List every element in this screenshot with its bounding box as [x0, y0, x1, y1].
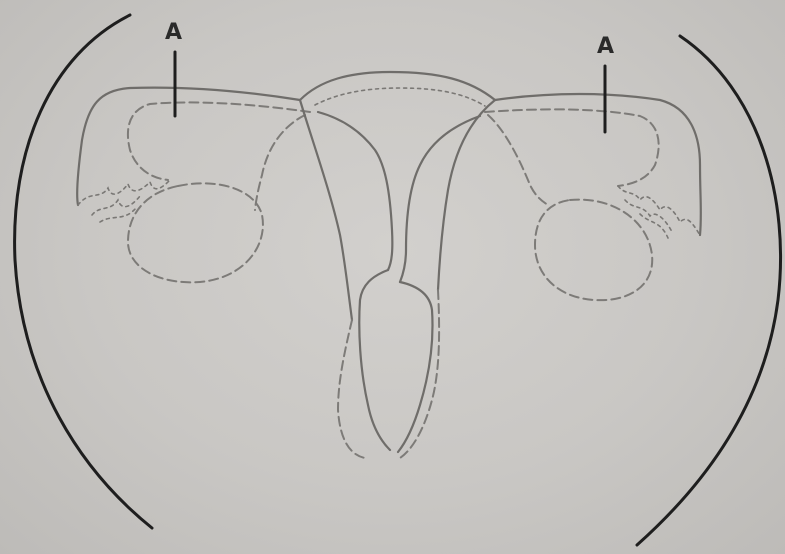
vaginal-canal-inner — [359, 270, 432, 452]
left-fimbriae — [78, 180, 170, 222]
right-ovarian-ligament — [488, 115, 548, 205]
label-a-right: A — [597, 36, 614, 58]
uterus-fundus — [300, 72, 495, 100]
uterus-fundus-inner — [315, 88, 485, 106]
left-ovarian-ligament — [255, 115, 305, 210]
label-a-left: A — [165, 22, 182, 44]
left-border-curve — [15, 15, 152, 528]
cervix-left-outline — [338, 320, 365, 458]
left-fallopian-tube-lower — [128, 102, 310, 180]
right-ovary — [535, 200, 652, 301]
right-fallopian-tube-lower — [485, 109, 659, 186]
right-border-curve — [637, 36, 781, 545]
left-ovary — [128, 183, 263, 282]
uterus-body-right-wall — [438, 100, 495, 290]
right-fallopian-tube-upper — [495, 94, 701, 235]
left-fallopian-tube-upper — [77, 88, 300, 205]
uterine-cavity — [318, 112, 480, 282]
right-fimbriae — [618, 186, 700, 238]
uterus-body-left-wall — [300, 100, 352, 320]
